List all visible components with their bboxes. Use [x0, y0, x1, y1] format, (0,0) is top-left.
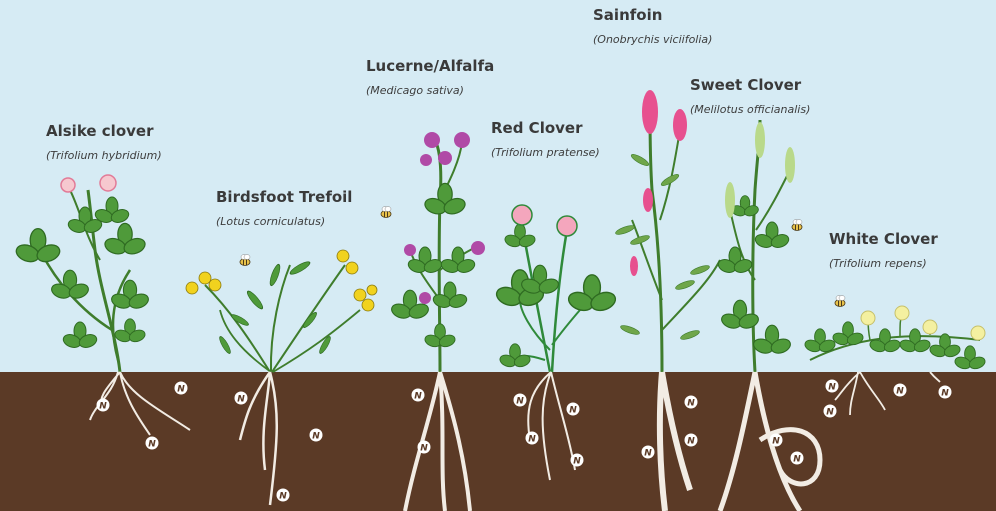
nitrogen-nodule-icon: [894, 384, 907, 397]
plant-latin-name: (Medicago sativa): [366, 84, 494, 97]
nitrogen-nodule-icon: [571, 454, 584, 467]
plant-latin-name: (Trifolium repens): [829, 257, 938, 270]
plant-latin-name: (Lotus corniculatus): [216, 215, 352, 228]
alsike-clover-plant: [14, 175, 190, 435]
nitrogen-nodules: [97, 380, 952, 502]
plant-common-name: Red Clover: [491, 119, 600, 137]
plant-common-name: White Clover: [829, 230, 938, 248]
plant-latin-name: (Trifolium pratense): [491, 146, 600, 159]
label-birdsfoot-trefoil: Birdsfoot Trefoil (Lotus corniculatus): [216, 188, 352, 228]
plant-common-name: Sweet Clover: [690, 76, 810, 94]
nitrogen-nodule-icon: [277, 489, 290, 502]
birdsfoot-trefoil-plant: [186, 250, 377, 505]
label-alsike-clover: Alsike clover (Trifolium hybridium): [46, 122, 162, 162]
nitrogen-nodule-icon: [97, 399, 110, 412]
lucerne-alfalfa-plant: [390, 132, 485, 511]
bee-icon: [240, 255, 250, 266]
label-red-clover: Red Clover (Trifolium pratense): [491, 119, 600, 159]
nitrogen-nodule-icon: [514, 394, 527, 407]
nitrogen-nodule-icon: [526, 432, 539, 445]
nitrogen-nodule-icon: [770, 434, 783, 447]
sainfoin-plant: [615, 90, 720, 511]
nitrogen-nodule-icon: [310, 429, 323, 442]
nitrogen-nodule-icon: [939, 386, 952, 399]
plant-latin-name: (Onobrychis viciifolia): [593, 33, 712, 46]
nitrogen-nodule-icon: [567, 403, 580, 416]
plant-latin-name: (Melilotus officianalis): [690, 103, 810, 116]
plant-latin-name: (Trifolium hybridium): [46, 149, 162, 162]
plant-common-name: Birdsfoot Trefoil: [216, 188, 352, 206]
white-clover-plant: [803, 306, 986, 415]
label-white-clover: White Clover (Trifolium repens): [829, 230, 938, 270]
bee-icon: [381, 207, 391, 218]
nitrogen-nodule-icon: [418, 441, 431, 454]
plant-common-name: Lucerne/Alfalfa: [366, 57, 494, 75]
nitrogen-nodule-icon: [412, 389, 425, 402]
nitrogen-nodule-icon: [826, 380, 839, 393]
bee-icon: [792, 220, 802, 231]
label-lucerne-alfalfa: Lucerne/Alfalfa (Medicago sativa): [366, 57, 494, 97]
nitrogen-nodule-icon: [175, 382, 188, 395]
nitrogen-nodule-icon: [235, 392, 248, 405]
bee-icon: [835, 296, 845, 307]
label-sainfoin: Sainfoin (Onobrychis viciifolia): [593, 6, 712, 46]
label-sweet-clover: Sweet Clover (Melilotus officianalis): [690, 76, 810, 116]
plant-common-name: Sainfoin: [593, 6, 712, 24]
nitrogen-nodule-icon: [685, 434, 698, 447]
plant-common-name: Alsike clover: [46, 122, 162, 140]
nitrogen-nodule-icon: [685, 396, 698, 409]
red-clover-plant: [494, 205, 618, 480]
sweet-clover-plant: [716, 120, 820, 511]
nitrogen-nodule-icon: [791, 452, 804, 465]
nitrogen-nodule-icon: [824, 405, 837, 418]
nitrogen-nodule-icon: [146, 437, 159, 450]
nitrogen-nodule-icon: [642, 446, 655, 459]
